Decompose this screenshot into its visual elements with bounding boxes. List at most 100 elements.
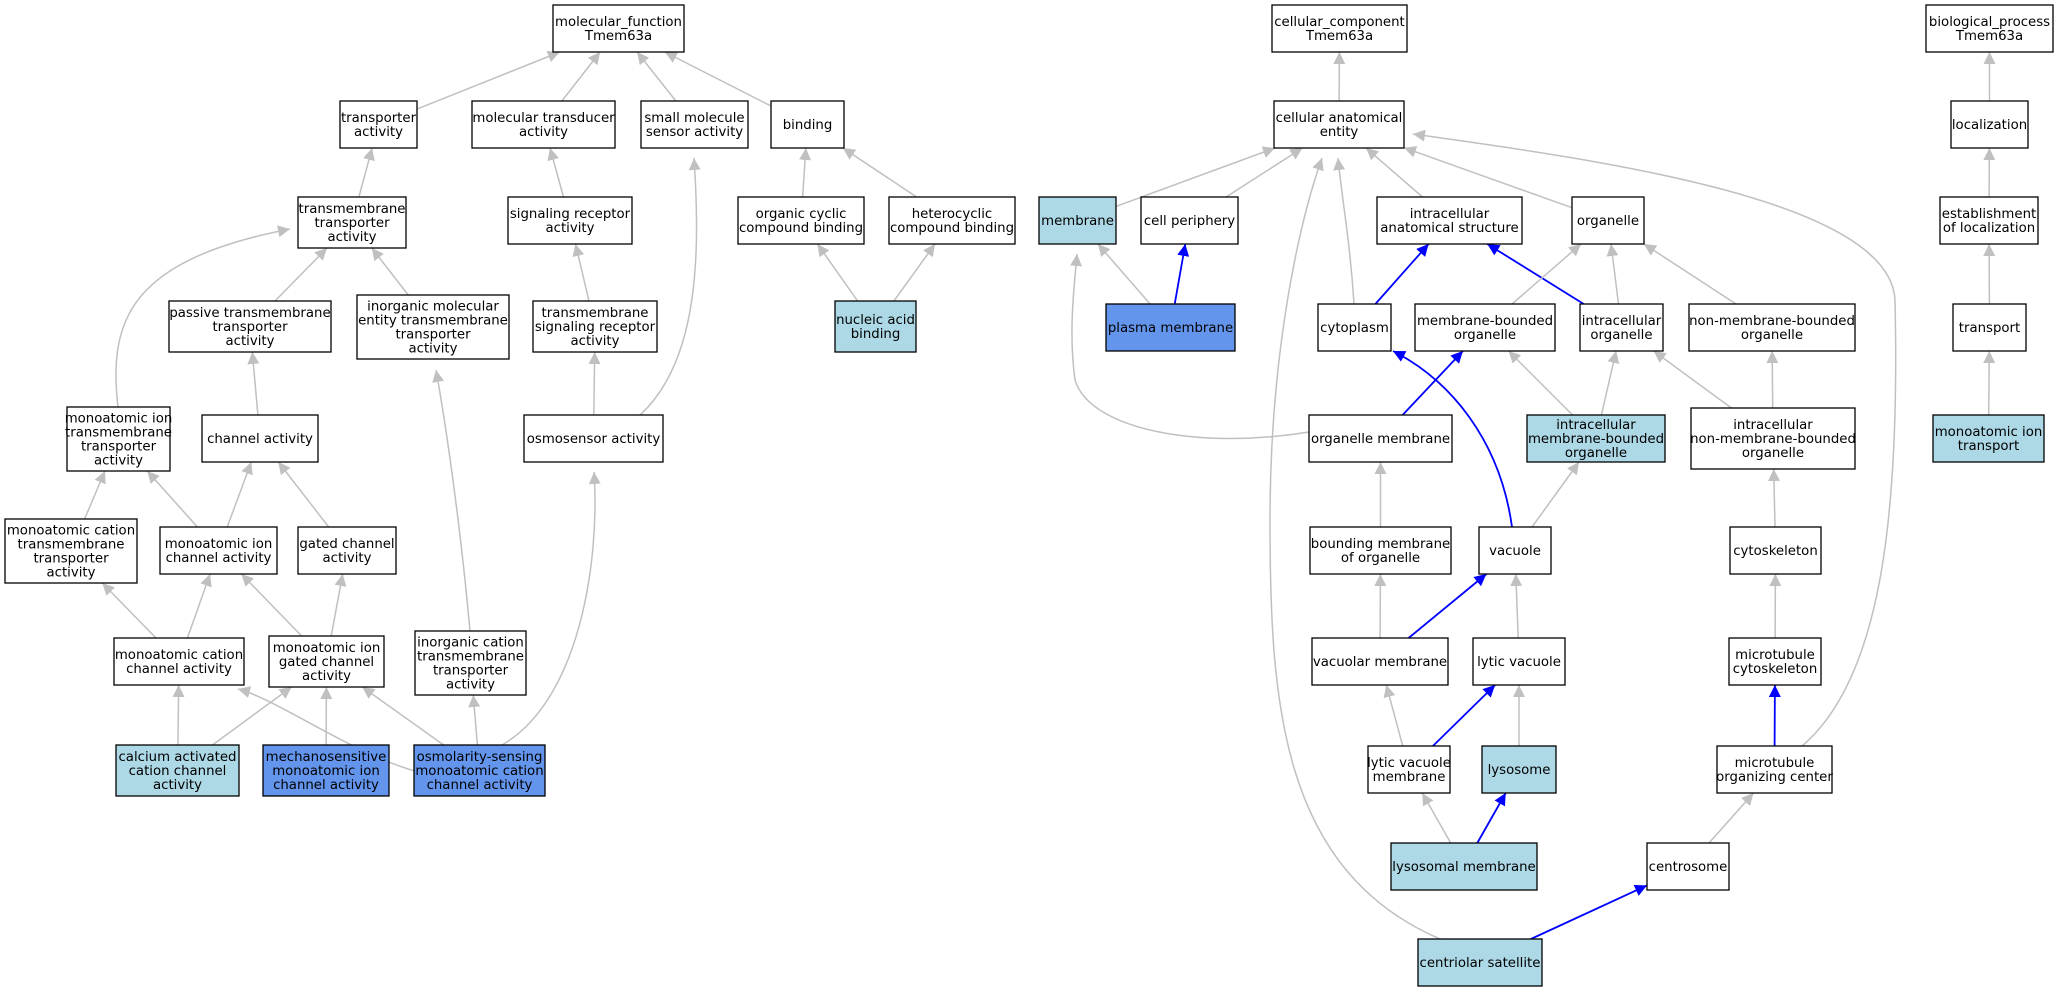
node-monoatomic-cation-tm[interactable]: monoatomic cationtransmembranetransporte… (4, 518, 138, 584)
node-box (356, 294, 510, 360)
node-vacuole[interactable]: vacuole (1478, 526, 1552, 575)
node-centriolar-satellite[interactable]: centriolar satellite (1417, 938, 1543, 987)
edge-monoatomic-ion-channel-to-monoatomic-ion-tm (146, 470, 198, 528)
node-centrosome[interactable]: centrosome (1646, 842, 1730, 891)
node-label: activity (46, 566, 95, 581)
node-intracellular-nmb[interactable]: intracellularnon-membrane-boundedorganel… (1690, 407, 1856, 470)
edge-monoatomic-ion-gated-to-gated-channel (330, 573, 347, 637)
node-binding[interactable]: binding (770, 100, 845, 149)
edge-monoatomic-cation-channel-to-monoatomic-cation-tm (101, 582, 157, 639)
edge-osmosensor-to-tm-signaling-receptor (588, 351, 601, 416)
edge-channel-activity-to-passive-tm (247, 351, 260, 416)
node-inorganic-cation-tm[interactable]: inorganic cationtransmembranetransporter… (414, 630, 527, 696)
node-box (1952, 303, 2027, 352)
node-label: cytoskeleton (1733, 662, 1818, 677)
node-label: intracellular (1582, 314, 1662, 329)
node-box (339, 100, 418, 149)
node-label: molecular_function (555, 15, 682, 30)
node-box (1376, 196, 1523, 245)
node-label: organizing center (1716, 770, 1833, 785)
edge-monoatomic-cation-channel-to-monoatomic-ion-channel (186, 573, 212, 639)
node-transport[interactable]: transport (1952, 303, 2027, 352)
node-box (115, 744, 240, 797)
node-box (1309, 526, 1452, 575)
node-label: intracellular (1410, 207, 1490, 222)
node-box (1417, 938, 1543, 987)
node-label: lytic vacuole (1477, 655, 1561, 670)
node-lytic-vacuole[interactable]: lytic vacuole (1472, 637, 1566, 686)
edge-cytoskeleton-to-intracellular-nmb (1767, 468, 1780, 528)
edge-osmolarity-sensing-to-inorganic-cation-tm (468, 694, 481, 746)
node-box (1105, 303, 1236, 352)
node-membrane[interactable]: membrane (1038, 196, 1117, 245)
node-box (1390, 842, 1538, 891)
node-vacuolar-membrane[interactable]: vacuolar membrane (1311, 637, 1449, 686)
node-cytoskeleton[interactable]: cytoskeleton (1729, 526, 1822, 575)
edge-calcium-activated-to-monoatomic-ion-gated (211, 686, 293, 746)
edge-osmosensor-to-small-molecule-sensor (639, 157, 701, 416)
node-channel-activity[interactable]: channel activity (201, 414, 319, 463)
node-label: plasma membrane (1108, 321, 1233, 336)
node-organelle[interactable]: organelle (1571, 196, 1645, 245)
edge-intracellular-mb-to-intracellular-organelle (1600, 350, 1620, 416)
node-label: transport (1958, 439, 2019, 454)
node-lysosomal-membrane[interactable]: lysosomal membrane (1390, 842, 1538, 891)
node-cell-periphery[interactable]: cell periphery (1140, 196, 1239, 245)
node-lysosome[interactable]: lysosome (1481, 745, 1557, 794)
node-monoatomic-ion-tm[interactable]: monoatomic iontransmembranetransporterac… (65, 406, 173, 472)
node-box (834, 300, 917, 353)
edge-intracellular-nmb-to-intracellular-organelle (1653, 350, 1732, 409)
node-organelle-membrane[interactable]: organelle membrane (1308, 414, 1453, 463)
node-localization[interactable]: localization (1950, 100, 2029, 149)
edge-cytoplasm-to-cellular-anatomical (1333, 157, 1355, 305)
node-osmosensor[interactable]: osmosensor activity (523, 414, 664, 463)
edge-monoatomic-cation-tm-to-monoatomic-ion-tm (83, 470, 106, 520)
edge-osmolarity-sensing-to-monoatomic-ion-gated (361, 686, 445, 746)
node-cytoplasm[interactable]: cytoplasm (1317, 303, 1392, 352)
node-label: monoatomic ion (272, 764, 380, 779)
node-label: heterocyclic (912, 207, 993, 222)
edge-gated-channel-to-channel-activity (277, 461, 330, 528)
node-label: gated channel (299, 537, 394, 552)
node-label: cellular_component (1274, 15, 1405, 30)
node-box (1526, 414, 1666, 463)
node-label: cell periphery (1144, 214, 1235, 229)
node-plasma-membrane[interactable]: plasma membrane (1105, 303, 1236, 352)
node-box (1481, 745, 1557, 794)
node-box (1690, 407, 1856, 470)
node-label: transporter (433, 664, 509, 679)
